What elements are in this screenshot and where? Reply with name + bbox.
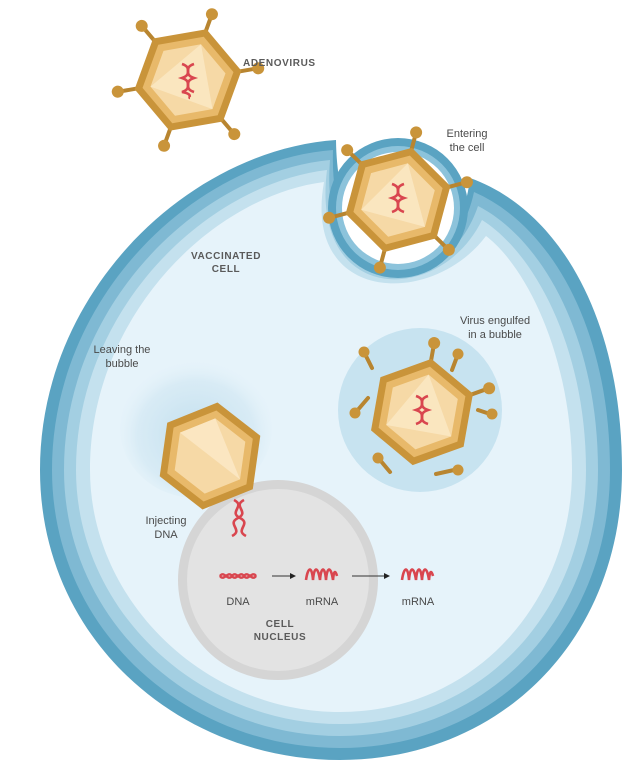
vaccinated-cell-label-2: CELL bbox=[212, 264, 241, 275]
dna-strand-icon bbox=[177, 62, 199, 100]
injecting-label-1: Injecting bbox=[146, 515, 187, 527]
injecting-label-2: DNA bbox=[154, 529, 178, 541]
leaving-label-2: bubble bbox=[105, 358, 138, 370]
entering-label-2: the cell bbox=[450, 142, 485, 154]
cell-nucleus bbox=[178, 480, 378, 680]
nucleus-label-2: NUCLEUS bbox=[254, 632, 307, 643]
engulfed-label-2: in a bubble bbox=[468, 329, 522, 341]
engulfed-label-1: Virus engulfed bbox=[460, 315, 530, 327]
mrna-in-nucleus-icon bbox=[304, 568, 339, 581]
adenovirus-label: ADENOVIRUS bbox=[243, 58, 316, 69]
adenovirus-docking bbox=[159, 402, 261, 510]
arrow-right-icon bbox=[272, 573, 296, 579]
dna-label: DNA bbox=[226, 596, 250, 608]
dna-strand-icon bbox=[411, 394, 433, 426]
leaving-label-1: Leaving the bbox=[94, 344, 151, 356]
vaccinated-cell-label-1: VACCINATED bbox=[191, 251, 261, 262]
adenovirus-entering bbox=[323, 126, 473, 274]
dna-in-nucleus-icon bbox=[219, 573, 257, 579]
entering-label-1: Entering bbox=[447, 128, 488, 140]
adenovirus-engulfed bbox=[371, 337, 496, 466]
mrna-nucleus-label: mRNA bbox=[306, 596, 339, 608]
arrow-right-icon bbox=[352, 573, 390, 579]
mrna-cytoplasm-label: mRNA bbox=[402, 596, 435, 608]
nucleus-label-1: CELL bbox=[266, 619, 295, 630]
mrna-in-cytoplasm-icon bbox=[400, 568, 435, 581]
injected-dna-icon bbox=[231, 498, 247, 538]
dna-strand-icon bbox=[387, 182, 409, 214]
detached-fibers bbox=[349, 346, 498, 476]
adenovirus-free bbox=[111, 8, 265, 152]
